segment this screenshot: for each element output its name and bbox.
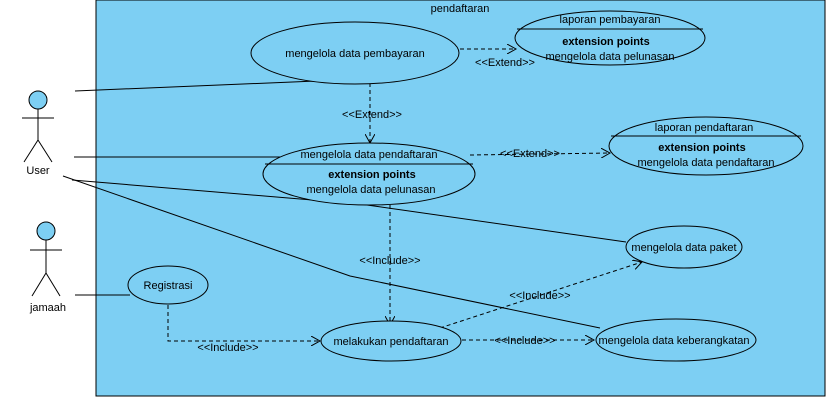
svg-text:mengelola data pendaftaran: mengelola data pendaftaran bbox=[301, 149, 438, 161]
extend-label-3: <<Extend>> bbox=[500, 148, 560, 160]
assoc-user-keberangkatan bbox=[62, 175, 601, 329]
actor-head-icon bbox=[36, 221, 56, 241]
include-label-4: <<Include>> bbox=[494, 335, 555, 347]
include-label-3: <<Include>> bbox=[509, 290, 570, 302]
svg-text:laporan pembayaran: laporan pembayaran bbox=[560, 14, 661, 26]
svg-text:melakukan pendaftaran: melakukan pendaftaran bbox=[334, 336, 449, 348]
svg-text:extension points: extension points bbox=[562, 36, 649, 48]
svg-text:User: User bbox=[26, 165, 50, 177]
svg-text:Registrasi: Registrasi bbox=[144, 280, 193, 292]
usecase-laporan-pembayaran[interactable]: laporan pembayaran extension points meng… bbox=[514, 10, 706, 66]
usecase-mengelola-data-pendaftaran[interactable]: mengelola data pendaftaran extension poi… bbox=[262, 142, 476, 206]
extend-arrow-3 bbox=[469, 153, 610, 155]
include-label-1: <<Include>> bbox=[359, 255, 420, 267]
include-label-2: <<Include>> bbox=[197, 342, 258, 354]
usecase-mengelola-data-paket[interactable]: mengelola data paket bbox=[625, 225, 743, 269]
extend-label-2: <<Extend>> bbox=[342, 109, 402, 121]
svg-text:extension points: extension points bbox=[328, 169, 415, 181]
svg-text:mengelola data pembayaran: mengelola data pembayaran bbox=[285, 48, 424, 60]
svg-text:mengelola data keberangkatan: mengelola data keberangkatan bbox=[598, 335, 749, 347]
usecase-mengelola-data-keberangkatan[interactable]: mengelola data keberangkatan bbox=[595, 318, 757, 362]
svg-text:jamaah: jamaah bbox=[29, 302, 66, 314]
svg-text:extension points: extension points bbox=[658, 142, 745, 154]
include-arrow-2 bbox=[167, 305, 320, 341]
usecase-registrasi[interactable]: Registrasi bbox=[127, 265, 209, 305]
svg-text:laporan pendaftaran: laporan pendaftaran bbox=[655, 122, 753, 134]
assoc-user-pembayaran bbox=[74, 79, 341, 92]
include-arrow-3 bbox=[439, 262, 642, 329]
usecase-melakukan-pendaftaran[interactable]: melakukan pendaftaran bbox=[320, 320, 462, 362]
extend-label-1: <<Extend>> bbox=[475, 57, 535, 69]
usecase-mengelola-data-pembayaran[interactable]: mengelola data pembayaran bbox=[250, 21, 460, 85]
svg-text:mengelola data pendaftaran: mengelola data pendaftaran bbox=[638, 157, 775, 169]
svg-text:mengelola data pelunasan: mengelola data pelunasan bbox=[306, 184, 435, 196]
system-title: pendaftaran bbox=[431, 3, 490, 15]
svg-text:mengelola data paket: mengelola data paket bbox=[631, 242, 736, 254]
actor-jamaah[interactable]: jamaah bbox=[29, 221, 66, 314]
usecase-laporan-pendaftaran[interactable]: laporan pendaftaran extension points men… bbox=[608, 116, 804, 176]
actor-user[interactable]: User bbox=[22, 90, 54, 177]
actor-head-icon bbox=[28, 90, 48, 110]
svg-text:mengelola data pelunasan: mengelola data pelunasan bbox=[545, 51, 674, 63]
